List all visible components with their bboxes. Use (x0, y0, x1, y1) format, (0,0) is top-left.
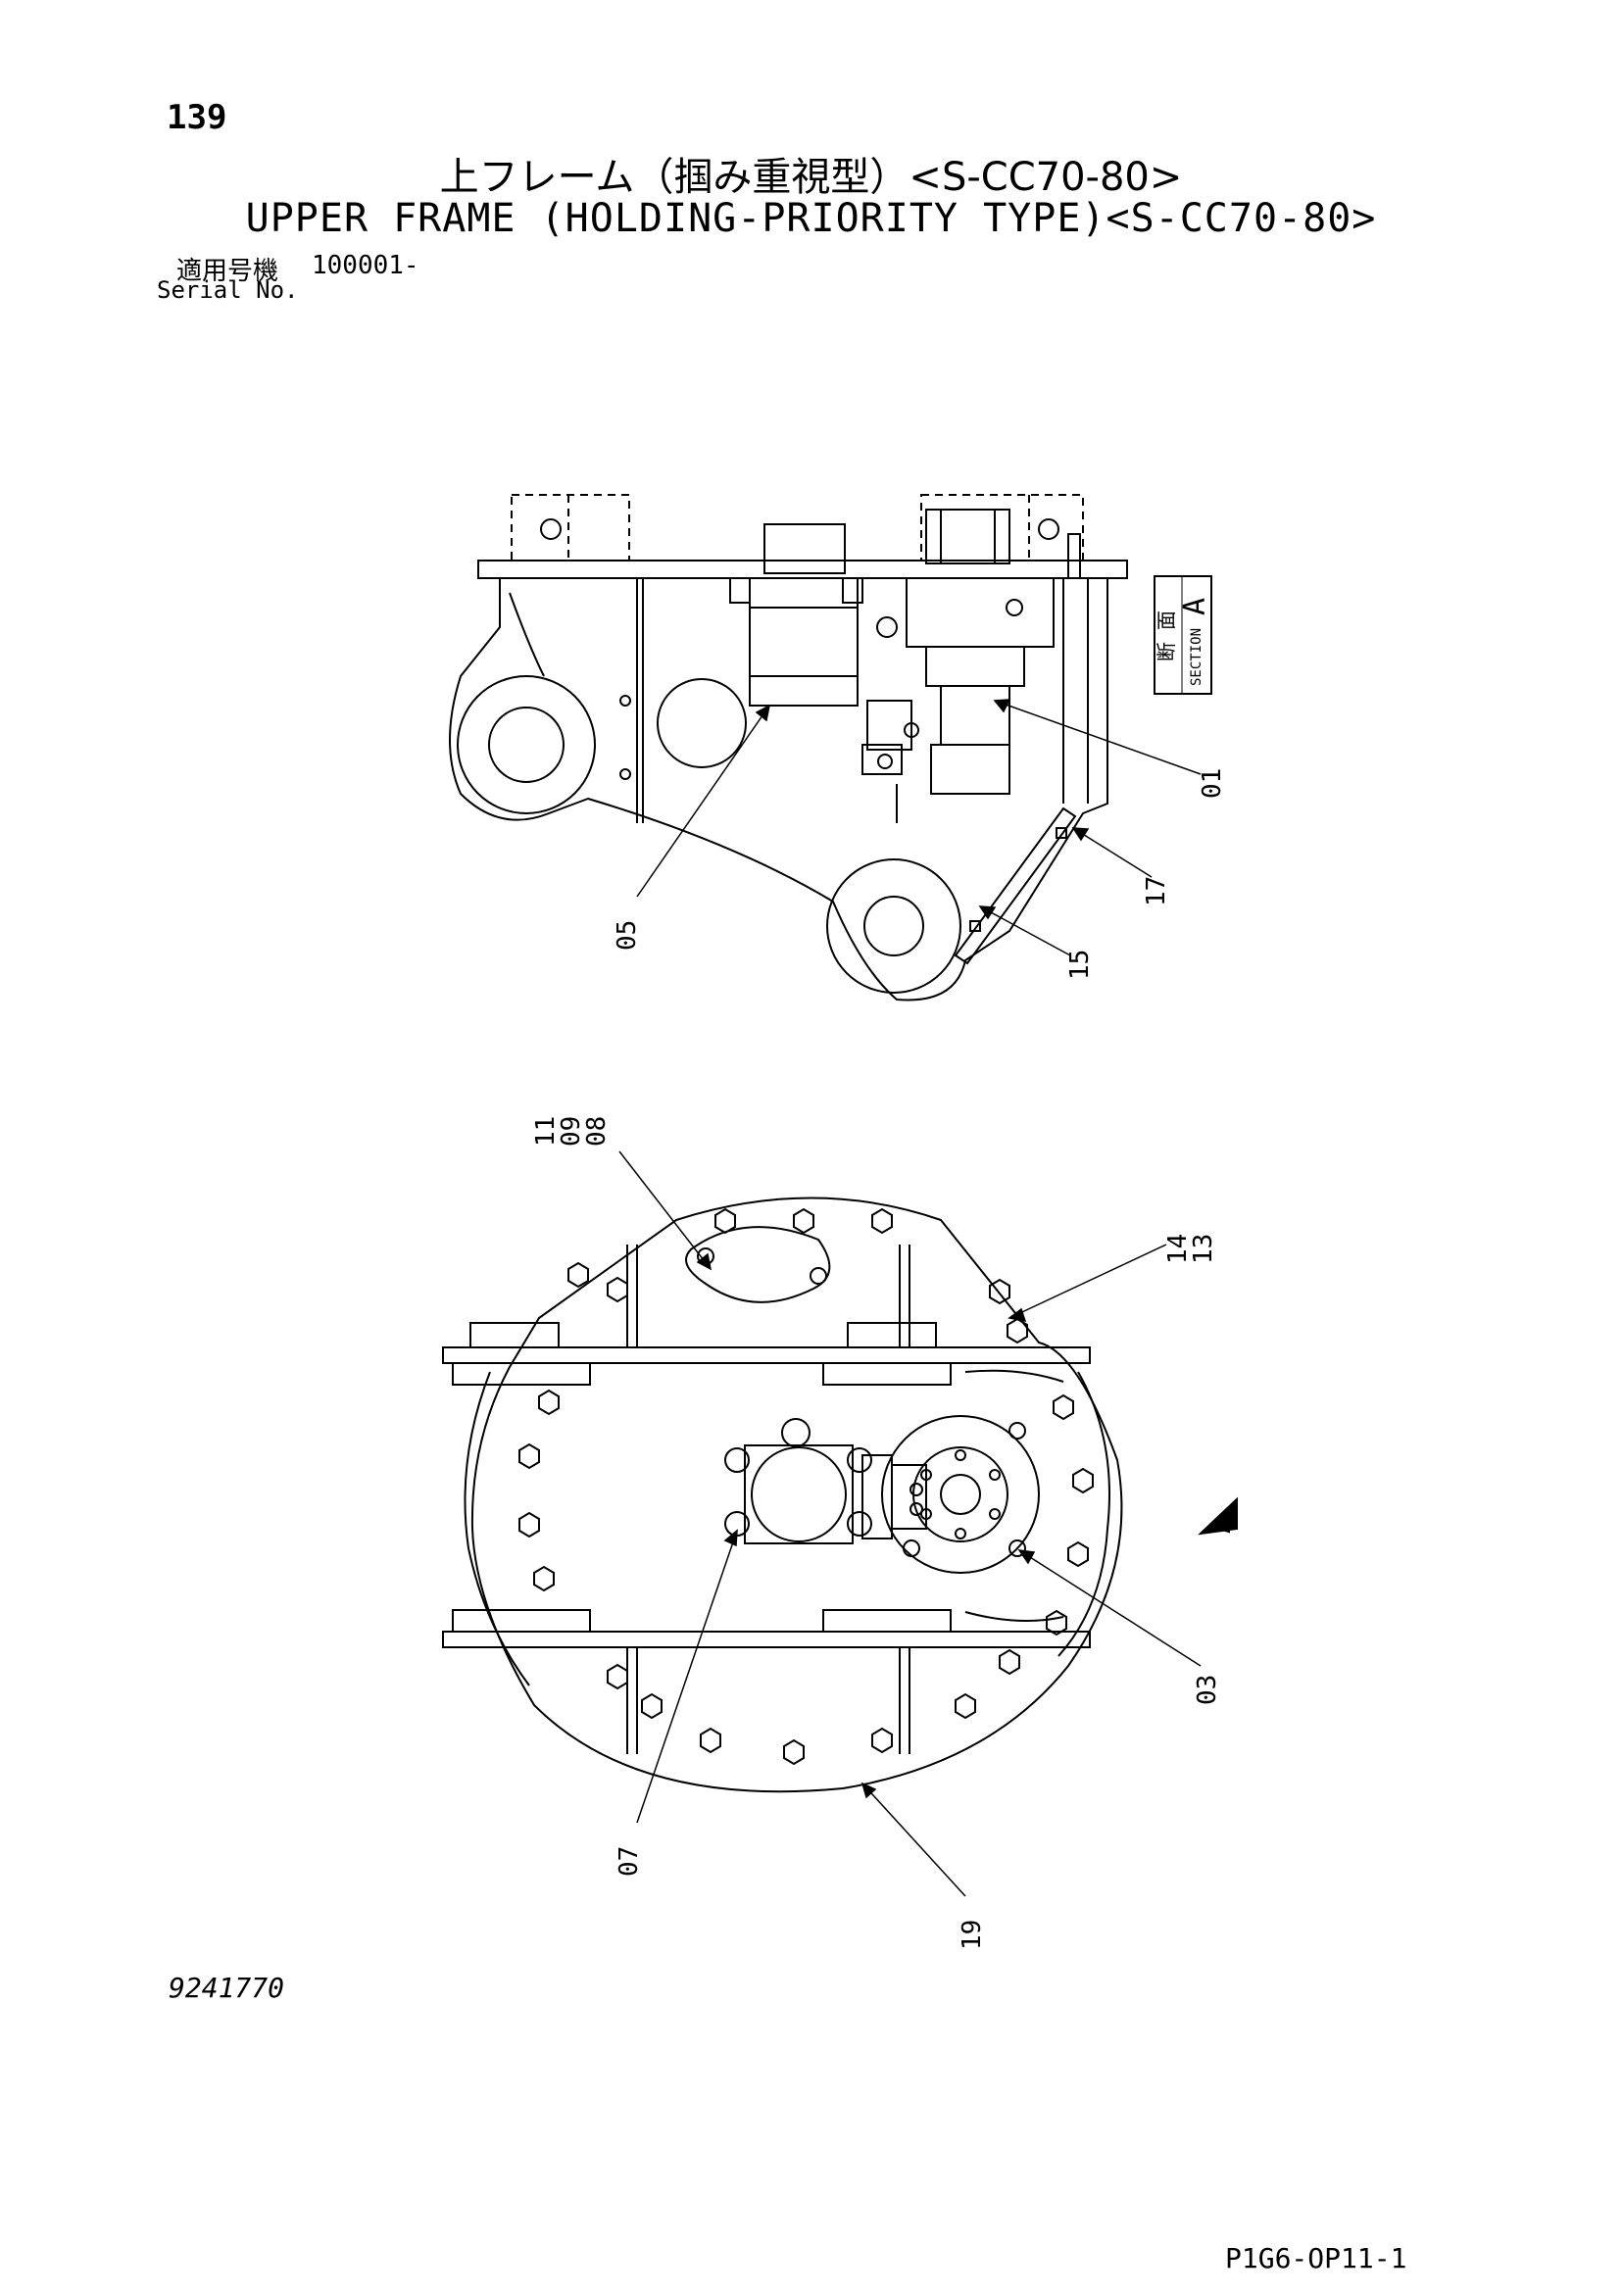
callout-13: 13 (1189, 1234, 1218, 1264)
section-view-drawing (449, 494, 1128, 1001)
callout-05: 05 (613, 920, 642, 951)
drawing-number: 9241770 (169, 1972, 285, 2004)
page-number: 139 (167, 98, 227, 137)
sheet-code: P1G6-OP11-1 (1225, 2242, 1407, 2274)
callout-17: 17 (1142, 876, 1171, 906)
callout-19: 19 (958, 1920, 987, 1950)
callout-09: 09 (557, 1116, 586, 1147)
section-tag-en: SECTION (1189, 628, 1204, 686)
section-tag-jp: 断 面 (1155, 611, 1178, 661)
view-marker-letter: A (1207, 1518, 1237, 1534)
view-marker: A (1198, 1496, 1238, 1536)
callout-11: 11 (531, 1116, 561, 1147)
callout-07: 07 (614, 1846, 644, 1877)
bottom-leaders (618, 1150, 1202, 1897)
callout-08: 08 (582, 1116, 612, 1147)
callout-03: 03 (1193, 1675, 1222, 1705)
callout-14: 14 (1163, 1234, 1193, 1264)
title-english: UPPER FRAME (HOLDING-PRIORITY TYPE)<S-CC… (245, 196, 1377, 241)
section-tag: 断 面 SECTION A (1154, 575, 1212, 695)
title-japanese: 上フレーム（掴み重視型）<S-CC70-80> (439, 155, 1183, 200)
callout-15: 15 (1065, 950, 1095, 980)
serial-label-english: Serial No. (157, 276, 299, 304)
section-tag-letter: A (1178, 598, 1212, 615)
callout-01: 01 (1198, 768, 1227, 799)
serial-label-japanese: 適用号機 (176, 257, 279, 286)
top-leaders (636, 699, 1202, 956)
serial-value: 100001- (312, 251, 419, 280)
plan-view-drawing (442, 1197, 1123, 1793)
